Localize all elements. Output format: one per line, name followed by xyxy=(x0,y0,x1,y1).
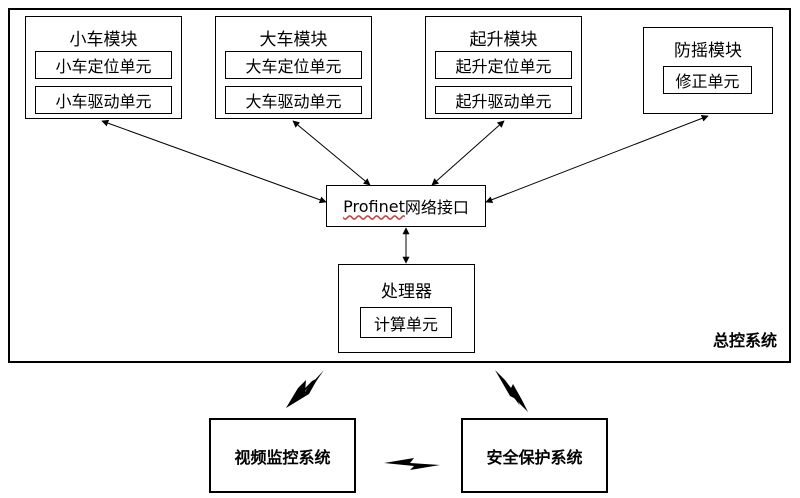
compute-unit: 计算单元 xyxy=(360,307,452,338)
trolley-drive-unit: 小车驱动单元 xyxy=(35,86,172,114)
profinet-suffix: 网络接口 xyxy=(404,198,469,217)
anti-sway-module-title: 防摇模块 xyxy=(674,41,742,61)
video-monitoring-system: 视频监控系统 xyxy=(209,418,356,493)
trolley-module: 小车模块 小车定位单元 小车驱动单元 xyxy=(25,16,182,119)
hoist-module-title: 起升模块 xyxy=(469,30,538,50)
crane-module: 大车模块 大车定位单元 大车驱动单元 xyxy=(215,16,372,119)
link-antisway-interface xyxy=(485,115,709,203)
profinet-prefix: Profinet xyxy=(343,196,405,216)
link-crane-interface xyxy=(292,120,371,186)
trolley-module-title: 小车模块 xyxy=(69,30,138,50)
trolley-positioning-unit: 小车定位单元 xyxy=(35,51,172,79)
video-monitoring-label: 视频监控系统 xyxy=(234,447,331,467)
crane-drive-unit: 大车驱动单元 xyxy=(225,86,362,114)
safety-protection-system: 安全保护系统 xyxy=(461,418,608,493)
crane-module-title: 大车模块 xyxy=(259,30,328,50)
wireless-link-safety-master xyxy=(495,370,528,412)
master-control-label: 总控系统 xyxy=(712,331,777,350)
link-trolley-interface xyxy=(101,119,327,204)
wireless-link-video-safety xyxy=(384,458,440,470)
crane-positioning-unit: 大车定位单元 xyxy=(225,51,362,79)
hoist-positioning-unit: 起升定位单元 xyxy=(435,51,572,79)
wireless-link-video-master xyxy=(286,370,324,408)
hoist-module: 起升模块 起升定位单元 起升驱动单元 xyxy=(425,16,582,119)
processor: 处理器 计算单元 xyxy=(338,264,475,353)
link-hoist-interface xyxy=(431,120,505,186)
safety-protection-label: 安全保护系统 xyxy=(486,447,583,467)
processor-title: 处理器 xyxy=(381,282,432,302)
correction-unit: 修正单元 xyxy=(663,66,752,94)
hoist-drive-unit: 起升驱动单元 xyxy=(435,86,572,114)
anti-sway-module: 防摇模块 修正单元 xyxy=(643,27,773,114)
